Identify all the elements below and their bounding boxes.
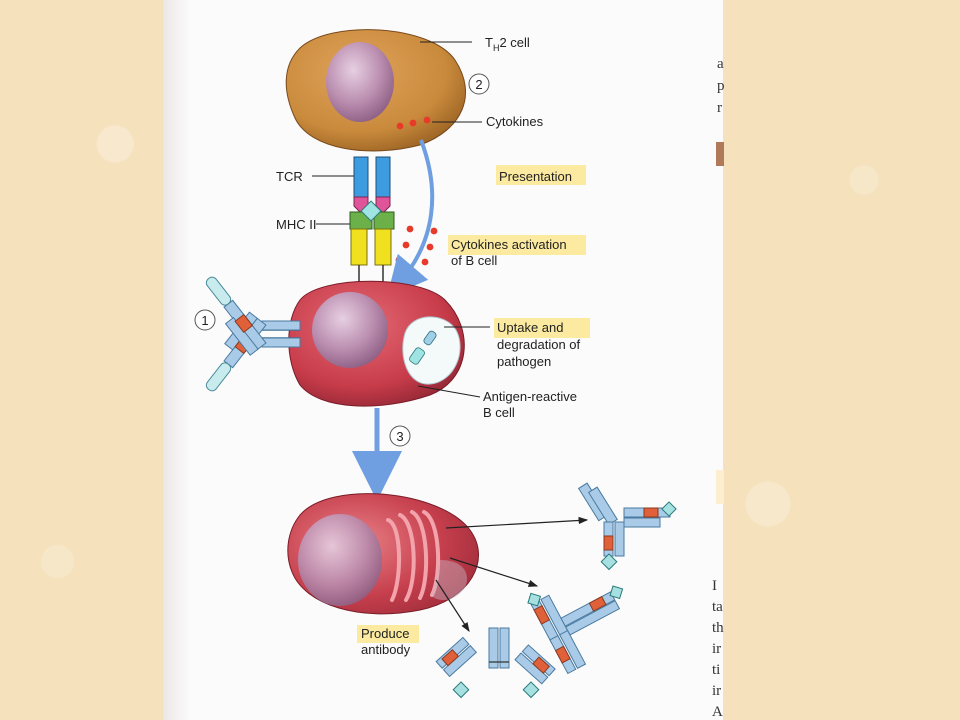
antibody-1 [577, 482, 677, 571]
activation-label-line1: Cytokines activation [451, 237, 567, 252]
uptake-label-line1: Uptake and [497, 320, 564, 335]
cropped-page-text: a p r I ta th ir ti ir A [712, 56, 725, 720]
margin-char-5: ta [712, 599, 723, 615]
margin-char-3: r [717, 100, 722, 116]
th2-cell-label: TH2 cell [485, 35, 530, 53]
b-cell-nucleus [312, 292, 388, 368]
step-2-label: 2 [475, 77, 482, 92]
presentation-highlight [496, 165, 586, 185]
plasma-nucleus [298, 514, 382, 606]
produce-label-line2: antibody [361, 642, 411, 657]
th2-nucleus [326, 42, 394, 122]
tcr-label: TCR [276, 169, 303, 184]
cytokines-label: Cytokines [486, 114, 544, 129]
step-2-marker: 2 [468, 73, 490, 95]
margin-char-2: p [717, 78, 725, 94]
step-3-marker: 3 [389, 425, 411, 447]
antibody-3 [435, 627, 556, 699]
margin-char-10: A [712, 704, 723, 720]
antibody-2 [527, 585, 624, 675]
th2-cell [285, 29, 466, 152]
margin-char-1: a [717, 56, 724, 72]
produce-label-line1: Produce [361, 626, 409, 641]
secretion-arrows [435, 516, 589, 633]
step-3-label: 3 [396, 429, 403, 444]
mhc-label: MHC II [276, 217, 316, 232]
membrane-antibody [205, 276, 301, 392]
cytokine-signal-arrow [386, 139, 435, 298]
uptake-label-line3: pathogen [497, 354, 551, 369]
uptake-label-line2: degradation of [497, 337, 581, 352]
step-1-marker: 1 [194, 309, 216, 331]
uptake-highlight [494, 318, 590, 338]
activation-label-line2: of B cell [451, 253, 497, 268]
step-1-label: 1 [201, 313, 208, 328]
callout-lines [312, 41, 490, 398]
margin-char-4: I [712, 578, 717, 594]
antigen-peptide [360, 200, 382, 222]
bcell-label-line1: Antigen-reactive [483, 389, 577, 404]
th2-cytokine-dots [396, 116, 431, 130]
phagosome [402, 316, 461, 385]
margin-char-8: ti [712, 662, 720, 678]
margin-char-7: ir [712, 641, 721, 657]
b-cell [288, 280, 465, 407]
produce-highlight [357, 625, 419, 643]
margin-char-6: th [712, 620, 724, 636]
cropped-highlight-mark [716, 470, 724, 504]
presentation-label: Presentation [499, 169, 572, 184]
panel-shadow [163, 0, 189, 720]
margin-char-9: ir [712, 683, 721, 699]
tcr-mhc-complex [349, 156, 395, 286]
cropped-box-mark [716, 142, 724, 166]
activation-highlight [448, 235, 586, 255]
degraded-antibody-fragment [409, 330, 437, 365]
plasma-cell [287, 493, 479, 615]
bcell-label-line2: B cell [483, 405, 515, 420]
endoplasmic-reticulum [386, 510, 441, 602]
